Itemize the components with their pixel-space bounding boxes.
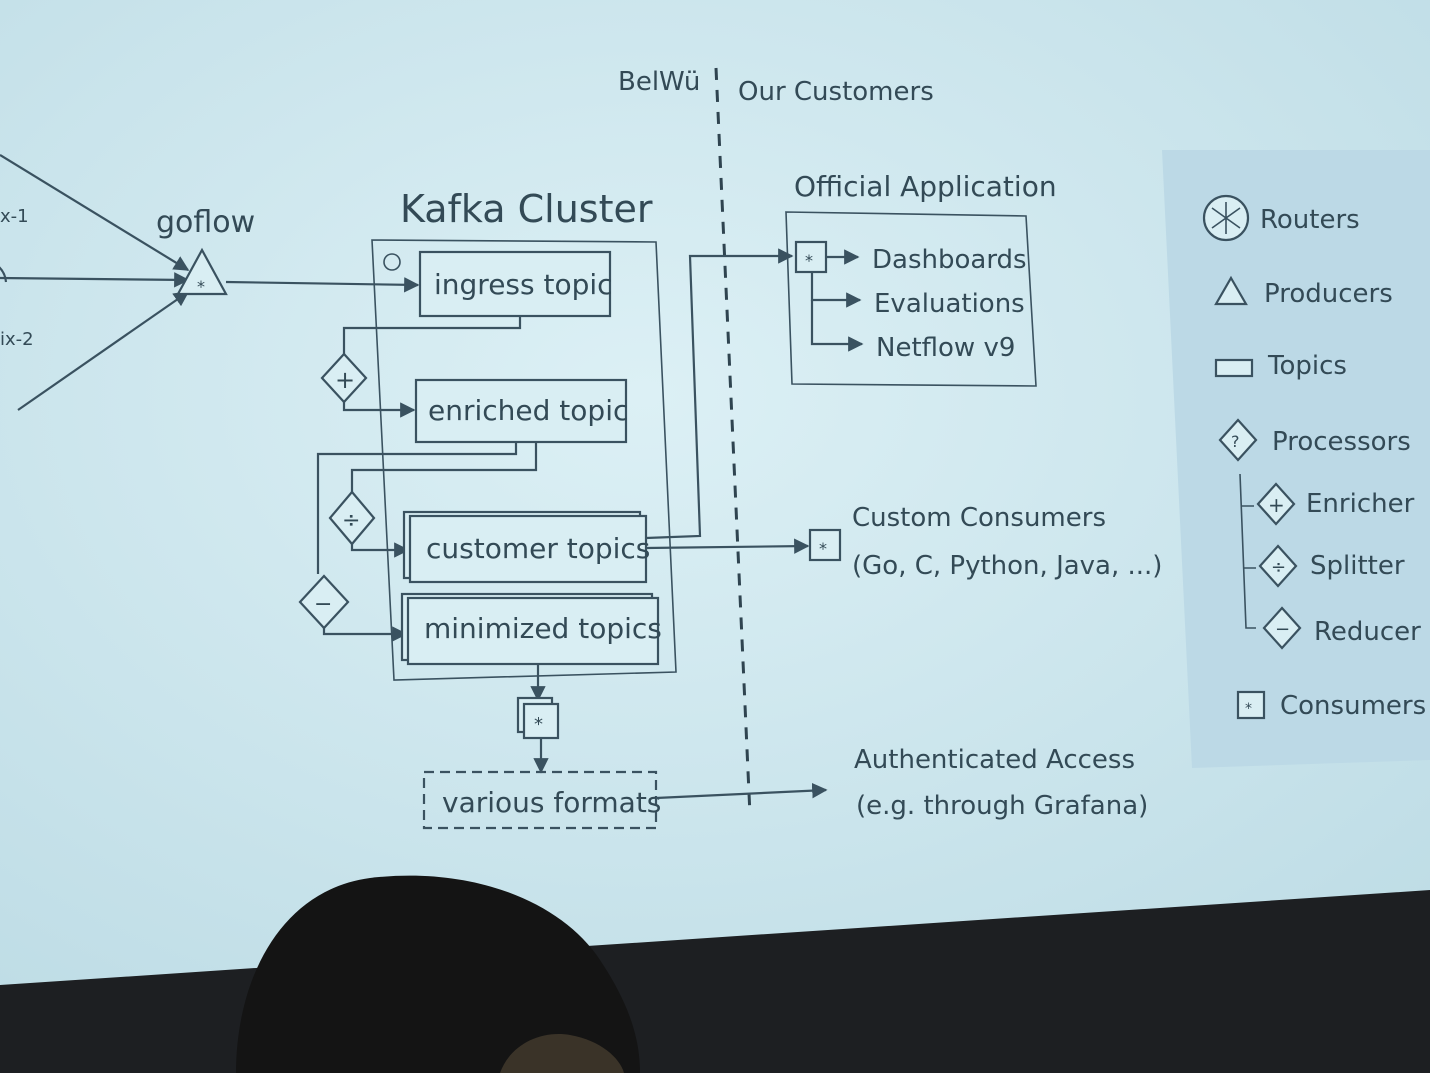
legend-reducer-icon (1262, 606, 1302, 650)
legend-splitter-symbol: ÷ (1271, 557, 1286, 578)
router-label-1: x-1 (0, 206, 29, 227)
flow-line-router-1 (0, 154, 190, 271)
legend-routers: Routers (1260, 205, 1360, 235)
flow-line-reducer-minimized (322, 626, 408, 642)
flow-line-enricher-enriched (342, 402, 416, 418)
slide-surface (0, 0, 1430, 985)
custom-consumers-languages: (Go, C, Python, Java, ...) (852, 551, 1162, 581)
legend-enricher-icon (1256, 482, 1296, 526)
legend-enricher-symbol: + (1268, 493, 1285, 517)
side-label-belwu: BelWü (618, 67, 700, 97)
legend-consumer-star: * (1245, 701, 1252, 717)
legend-topics: Topics (1267, 351, 1347, 381)
legend-router-arrows (1211, 202, 1241, 234)
legend-consumer-icon (1236, 690, 1266, 720)
legend-panel (1162, 150, 1430, 768)
topic-ingress (418, 250, 612, 318)
flow-line-customer-custom (645, 538, 810, 554)
flow-line-enriched-splitter (350, 442, 538, 492)
topic-customer-label: customer topics (426, 532, 650, 565)
topic-customer (408, 514, 648, 584)
topic-ingress-label: ingress topic (434, 268, 613, 301)
legend-reducer-symbol: − (1275, 619, 1290, 640)
flow-line-router-3 (17, 291, 190, 411)
producer-star: * (197, 277, 205, 296)
official-item-netflow: Netflow v9 (876, 333, 1015, 363)
legend-splitter: Splitter (1310, 551, 1405, 581)
cluster-boundary (371, 239, 677, 681)
flow-line-ingress-enricher (342, 316, 522, 354)
flow-line-formats-auth (655, 782, 828, 800)
formats-label: various formats (442, 786, 661, 819)
legend-processor-symbol: ? (1231, 432, 1240, 451)
legend-splitter-icon (1258, 544, 1298, 588)
flow-line-customer-official (645, 248, 794, 540)
topic-minimized (406, 596, 660, 666)
custom-consumers-title: Custom Consumers (852, 503, 1106, 533)
official-item-evaluations: Evaluations (874, 289, 1025, 319)
custom-consumer-star: * (819, 539, 827, 558)
formats-consumer-star: * (534, 714, 543, 735)
legend-producers: Producers (1264, 279, 1393, 309)
legend-topic-icon (1214, 358, 1254, 378)
reducer-symbol: − (314, 592, 332, 617)
audience-hair-detail (500, 1034, 624, 1073)
flow-line-router-2 (0, 272, 190, 288)
legend-consumers: Consumers (1280, 691, 1426, 721)
legend-processors: Processors (1272, 427, 1411, 457)
enricher-symbol: + (335, 366, 355, 394)
formats-box (422, 770, 658, 830)
cluster-title: Kafka Cluster (400, 187, 653, 231)
producer-triangle (176, 247, 228, 296)
topic-enriched-label: enriched topic (428, 394, 628, 427)
legend-processor-tree (1239, 473, 1256, 629)
auth-subtitle: (e.g. through Grafana) (856, 791, 1148, 821)
official-boundary (785, 211, 1037, 387)
legend-processor-icon (1218, 418, 1258, 462)
divider-line (714, 67, 752, 816)
router-label-2: ix-2 (0, 329, 34, 350)
flow-line-netflow (810, 300, 864, 352)
custom-consumer (808, 528, 842, 562)
cluster-icon (383, 253, 401, 271)
topic-minimized-label: minimized topics (424, 612, 662, 645)
official-consumer-star: * (805, 251, 813, 270)
flow-line-producer-ingress (225, 277, 420, 293)
side-label-customers: Our Customers (738, 77, 934, 107)
flow-line-enriched-reducer (316, 442, 518, 574)
flow-line-splitter-customer (350, 542, 410, 558)
topic-enriched (414, 378, 628, 444)
producer-label: goflow (156, 205, 255, 240)
official-item-dashboards: Dashboards (872, 245, 1027, 275)
legend-reducer: Reducer (1314, 617, 1421, 647)
auth-title: Authenticated Access (854, 745, 1135, 775)
audience-head (236, 875, 640, 1073)
official-title: Official Application (794, 170, 1057, 203)
legend-producer-icon (1214, 275, 1248, 306)
legend-enricher: Enricher (1306, 489, 1415, 519)
splitter-symbol: ÷ (342, 508, 360, 533)
